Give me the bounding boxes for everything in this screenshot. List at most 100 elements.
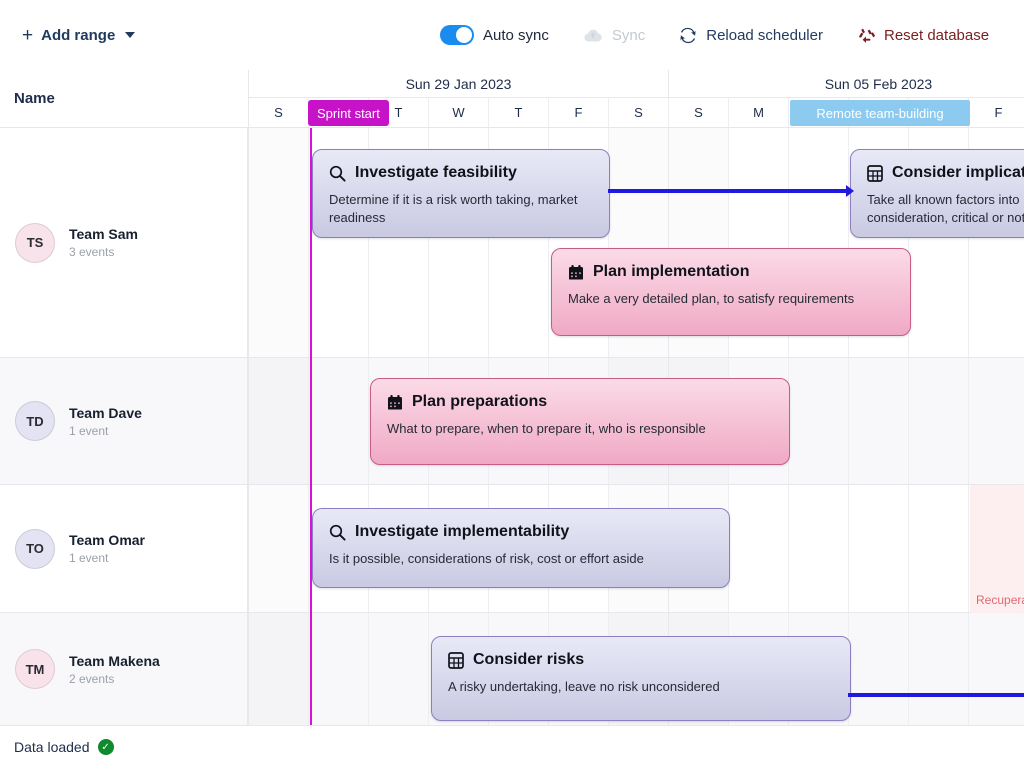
sync-button[interactable]: Sync (583, 27, 645, 44)
column-divider (668, 128, 669, 357)
column-divider (968, 485, 969, 612)
column-divider (908, 358, 909, 484)
column-divider (248, 613, 249, 725)
timeline-day-cell[interactable]: W (429, 98, 489, 127)
column-divider (968, 613, 969, 725)
avatar: TM (15, 649, 55, 689)
task-card[interactable]: Consider implications Take all known fac… (850, 149, 1024, 238)
column-divider (908, 485, 909, 612)
resource-name: Team Makena (69, 652, 160, 669)
reload-scheduler-button[interactable]: Reload scheduler (679, 27, 823, 44)
reload-scheduler-label: Reload scheduler (706, 26, 823, 44)
column-divider (848, 128, 849, 357)
sprint-start-label: Sprint start (317, 105, 380, 121)
calendar-icon (387, 394, 403, 411)
column-grid (248, 128, 1024, 357)
status-bar: Data loaded ✓ (0, 725, 1024, 768)
resource-event-count: 3 events (69, 245, 115, 259)
column-divider (968, 128, 969, 357)
magnifier-icon (329, 524, 346, 541)
resource-event-count: 1 event (69, 423, 109, 438)
timeline-week-label: Sun 29 Jan 2023 (249, 70, 669, 97)
column-divider (308, 128, 309, 357)
toolbar-actions: Auto sync Sync (440, 0, 989, 70)
column-divider (908, 128, 909, 357)
column-divider (368, 128, 369, 357)
sprint-start-marker-pill[interactable]: Sprint start (308, 100, 389, 126)
name-header-label: Name (14, 90, 55, 107)
task-title: Plan preparations (412, 393, 548, 410)
timeline-day-cell[interactable]: S (249, 98, 309, 127)
dependency-line (608, 189, 848, 193)
task-card[interactable]: Investigate implementability Is it possi… (312, 508, 730, 588)
table-row[interactable]: Recuperate TO Team Omar 1 event (0, 485, 1024, 613)
refresh-icon (679, 27, 697, 44)
task-title: Investigate feasibility (355, 164, 517, 181)
calculator-icon (867, 164, 883, 182)
toolbar: + Add range Auto sync Sync (0, 0, 1024, 70)
plus-icon: + (22, 24, 34, 46)
column-divider (548, 128, 549, 357)
resource-cell[interactable]: TM Team Makena 2 events (0, 613, 248, 725)
resource-cell[interactable]: TO Team Omar 1 event (0, 485, 248, 612)
calendar-icon (568, 264, 584, 281)
timeline-day-cell[interactable]: S (609, 98, 669, 127)
sync-label: Sync (611, 26, 646, 44)
weekend-column-shade (248, 358, 308, 484)
task-description: Is it possible, considerations of risk, … (329, 551, 644, 566)
resource-cell[interactable]: TS Team Sam 3 events (0, 128, 248, 357)
auto-sync-label: Auto sync (483, 26, 549, 44)
task-card[interactable]: Plan implementation Make a very detailed… (551, 248, 911, 336)
resource-name: Team Sam (69, 226, 138, 242)
timeline-day-cell[interactable]: S (669, 98, 729, 127)
column-divider (848, 358, 849, 484)
recuperate-range-band[interactable]: Recuperate (970, 485, 1024, 613)
timeline-day-cell[interactable]: T (489, 98, 549, 127)
task-title: Plan implementation (593, 263, 750, 280)
column-divider (788, 128, 789, 357)
resource-name: Team Dave (69, 404, 142, 421)
avatar: TS (15, 222, 55, 263)
toggle-switch-icon[interactable] (440, 25, 474, 45)
task-card[interactable]: Consider risks A risky undertaking, leav… (431, 636, 851, 721)
weekend-column-shade (248, 128, 308, 357)
timeline-day-cell[interactable]: M (729, 98, 789, 127)
table-row[interactable]: TS Team Sam 3 events (0, 128, 1024, 358)
task-title-row: Consider risks (448, 651, 834, 669)
task-description: Take all known factors into consideratio… (867, 192, 1024, 226)
task-card[interactable]: Plan preparations What to prepare, when … (370, 378, 790, 465)
column-divider (248, 485, 249, 612)
timeline-day-cell[interactable]: F (549, 98, 609, 127)
avatar: TO (15, 528, 55, 569)
timeline-body: TS Team Sam 3 events TD Team Dave 1 even… (0, 128, 1024, 725)
resource-name: Team Omar (69, 532, 145, 548)
task-description: Determine if it is a risk worth taking, … (329, 192, 578, 226)
chevron-down-icon (125, 32, 136, 38)
add-range-button[interactable]: + Add range (22, 24, 136, 46)
column-divider (368, 613, 369, 725)
resource-cell[interactable]: TD Team Dave 1 event (0, 358, 248, 484)
column-divider (308, 358, 309, 484)
column-divider (428, 613, 429, 725)
recuperate-label: Recuperate (976, 593, 1024, 607)
sprint-start-line (310, 128, 312, 725)
weekend-column-shade (248, 485, 308, 612)
task-card[interactable]: Investigate feasibility Determine if it … (312, 149, 610, 238)
task-title-row: Plan implementation (568, 263, 894, 281)
reset-database-label: Reset database (883, 26, 990, 44)
resource-event-count: 2 events (69, 671, 115, 686)
task-description: Make a very detailed plan, to satisfy re… (568, 291, 855, 306)
reset-database-button[interactable]: Reset database (857, 27, 989, 44)
column-divider (428, 128, 429, 357)
task-title-row: Plan preparations (387, 393, 773, 411)
task-description: A risky undertaking, leave no risk uncon… (448, 679, 720, 694)
calculator-icon (448, 651, 464, 669)
auto-sync-toggle[interactable]: Auto sync (440, 25, 549, 45)
remote-team-building-marker-pill[interactable]: Remote team-building (790, 100, 970, 126)
column-divider (908, 613, 909, 725)
task-title-row: Investigate feasibility (329, 164, 593, 182)
timeline-day-cell[interactable]: T (369, 98, 429, 127)
timeline-day-cell[interactable]: F (969, 98, 1024, 127)
column-divider (308, 485, 309, 612)
